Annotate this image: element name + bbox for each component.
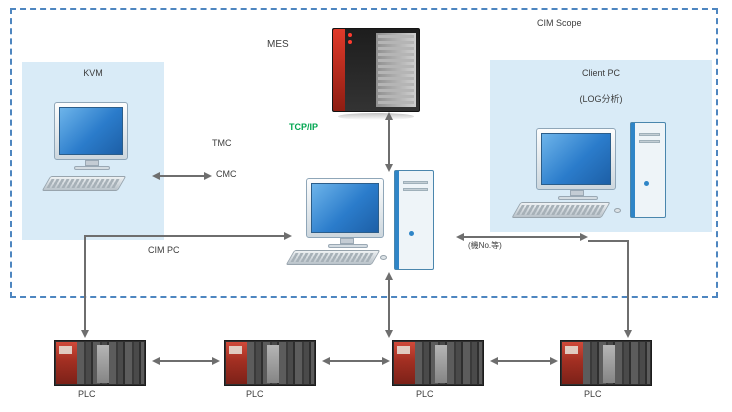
tower-slot bbox=[403, 188, 428, 191]
plc-gray-module bbox=[435, 345, 447, 383]
tcpip-label: TCP/IP bbox=[289, 122, 319, 132]
mes-label: MES bbox=[267, 39, 289, 50]
arrow-plc23-right bbox=[382, 357, 390, 365]
arrow-server-cimpc-line bbox=[388, 119, 390, 165]
arrow-plc34-left bbox=[490, 357, 498, 365]
client-monitor-base bbox=[558, 196, 598, 200]
plc-gray-module bbox=[267, 345, 279, 383]
arrowhead-to-plc1 bbox=[81, 330, 89, 338]
arrowhead-to-plc4 bbox=[624, 330, 632, 338]
plc-red-module bbox=[562, 342, 583, 384]
plc-red-module bbox=[56, 342, 77, 384]
client-pc-sublabel: (LOG分析) bbox=[579, 94, 623, 104]
kvm-panel: KVM bbox=[22, 62, 164, 240]
arrow-plc23-line bbox=[330, 360, 382, 362]
plc-red-module bbox=[394, 342, 415, 384]
tower-button bbox=[644, 181, 649, 186]
plc-modules bbox=[247, 342, 314, 384]
arrow-cimpc-up bbox=[385, 272, 393, 280]
cimpc-monitor-screen bbox=[311, 183, 379, 233]
client-link-label: (機No.等) bbox=[468, 241, 502, 250]
cimpc-monitor-icon bbox=[306, 178, 384, 238]
plc-modules bbox=[415, 342, 482, 384]
cimpc-monitor-base bbox=[328, 244, 368, 248]
line-kvm-to-cimpc bbox=[84, 235, 284, 237]
plc-label-2: PLC bbox=[246, 389, 264, 399]
arrowhead-to-cimpc bbox=[284, 232, 292, 240]
arrow-plc12-line bbox=[160, 360, 212, 362]
kvm-label: KVM bbox=[83, 68, 103, 78]
arrow-kvm-cimpc-line bbox=[160, 175, 204, 177]
plc-unit-4 bbox=[560, 340, 652, 386]
arrow-plc34-right bbox=[550, 357, 558, 365]
kvm-keyboard-icon bbox=[41, 176, 127, 191]
client-monitor-stand bbox=[570, 190, 584, 196]
plc-label-1: PLC bbox=[78, 389, 96, 399]
arrow-server-down bbox=[385, 164, 393, 172]
client-tower-icon bbox=[630, 122, 666, 218]
cimpc-tower-icon bbox=[394, 170, 434, 270]
plc-modules bbox=[77, 342, 144, 384]
arrow-client-right bbox=[580, 233, 588, 241]
cimpc-monitor-stand bbox=[340, 238, 354, 244]
line-client-to-plc4 bbox=[627, 240, 629, 330]
kvm-monitor-screen bbox=[59, 107, 123, 155]
cim-scope-label: CIM Scope bbox=[537, 18, 582, 28]
arrow-plc12-right bbox=[212, 357, 220, 365]
tower-slot bbox=[639, 140, 660, 143]
server-led-lights bbox=[348, 33, 352, 37]
tower-slot bbox=[639, 133, 660, 136]
kvm-monitor-icon bbox=[54, 102, 128, 160]
cmc-label: CMC bbox=[216, 169, 237, 179]
client-pc-panel: Client PC (LOG分析) bbox=[490, 60, 712, 232]
tmc-label: TMC bbox=[212, 138, 232, 148]
plc-gray-module bbox=[97, 345, 109, 383]
arrowhead-to-plc3 bbox=[385, 330, 393, 338]
plc-red-module bbox=[226, 342, 247, 384]
client-keyboard-icon bbox=[511, 202, 611, 218]
arrow-cimpc-client-line bbox=[464, 236, 580, 238]
plc-modules bbox=[583, 342, 650, 384]
line-client-elbow bbox=[588, 240, 629, 242]
arrow-plc23-left bbox=[322, 357, 330, 365]
line-kvm-to-plc1 bbox=[84, 235, 86, 330]
plc-gray-module bbox=[603, 345, 615, 383]
server-red-stripe bbox=[333, 29, 345, 111]
mes-server-icon bbox=[332, 28, 420, 112]
server-shadow bbox=[338, 113, 414, 120]
cim-scope-boundary bbox=[10, 8, 718, 298]
tower-slot bbox=[403, 181, 428, 184]
arrow-kvm-left bbox=[152, 172, 160, 180]
arrow-client-left bbox=[456, 233, 464, 241]
plc-label-3: PLC bbox=[416, 389, 434, 399]
client-monitor-screen bbox=[541, 133, 611, 185]
arrow-plc12-left bbox=[152, 357, 160, 365]
arrow-server-up bbox=[385, 112, 393, 120]
tower-button bbox=[409, 231, 414, 236]
client-monitor-icon bbox=[536, 128, 616, 190]
cim-pc-label: CIM PC bbox=[148, 245, 180, 255]
cimpc-mouse-icon bbox=[380, 255, 387, 260]
plc-unit-3 bbox=[392, 340, 484, 386]
plc-label-4: PLC bbox=[584, 389, 602, 399]
plc-unit-2 bbox=[224, 340, 316, 386]
kvm-monitor-stand bbox=[85, 160, 99, 166]
client-mouse-icon bbox=[614, 208, 621, 213]
plc-unit-1 bbox=[54, 340, 146, 386]
arrow-plc34-line bbox=[498, 360, 550, 362]
arrow-cimpc-plc-line bbox=[388, 279, 390, 331]
cimpc-keyboard-icon bbox=[285, 250, 381, 265]
kvm-monitor-base bbox=[74, 166, 110, 170]
client-pc-label: Client PC bbox=[581, 68, 620, 78]
arrow-kvm-right bbox=[204, 172, 212, 180]
server-front-panel bbox=[376, 33, 416, 107]
